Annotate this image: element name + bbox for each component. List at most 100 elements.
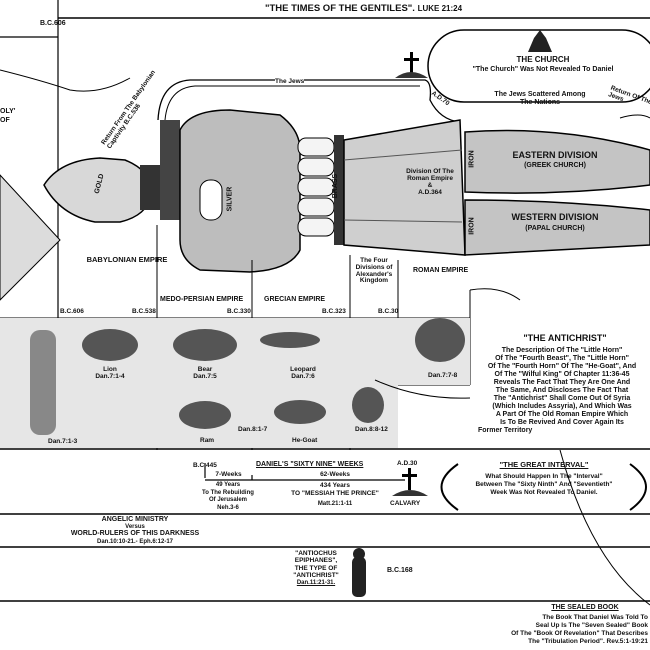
messiah-label: To "Messiah The Prince" [291, 490, 379, 497]
antichrist-line: The Description Of The "Little Horn" [501, 347, 623, 354]
start-date: B.C.606 [40, 20, 66, 27]
weeks-years: 434 Years [320, 482, 350, 489]
iron-label-east: Iron [468, 150, 476, 168]
church-title: The Church [516, 55, 570, 64]
statue-leg-west [464, 199, 650, 256]
empire-grecian: Grecian Empire [264, 296, 326, 303]
iron-label-west: Iron [468, 217, 476, 235]
antichrist-line: The Same, And Discloses The Fact That [495, 387, 629, 394]
antiochus-date: B.C.168 [387, 567, 413, 574]
sealed-line: The "Tribulation Period". Rev.5:1-19:21 [528, 638, 648, 645]
church-capsule [427, 29, 650, 103]
beast-ram: Ram [200, 437, 215, 444]
antichrist-line: (Which Includes Assyria), And Which Was [492, 403, 632, 410]
left-fragment-1: OLY' [0, 108, 16, 115]
interval-body: What Should Happen In The "Interval" Bet… [456, 473, 632, 497]
beast-fourth-ref: Dan.7:7-8 [428, 372, 458, 379]
weeks-end: A.D.30 [397, 460, 418, 467]
title-text: "The Times Of The Gentiles". [265, 3, 415, 14]
beast-dan8-ref: Dan.8:8-12 [355, 426, 388, 433]
antichrist-line: Former Territory [478, 427, 533, 434]
angelic-ref: Dan.10:10-21.- Eph.6:12-17 [96, 539, 174, 545]
statue-figure [43, 109, 650, 273]
page-title: "The Times Of The Gentiles". Luke 21:24 [265, 3, 463, 15]
jews-path [157, 79, 461, 123]
antiochus-figure [352, 548, 366, 597]
church-note: "The Church" Was Not Revealed To Daniel [472, 66, 614, 73]
seven-note-line: To The Rebuilding [202, 489, 254, 496]
antichrist-body: The Description Of The "Little Horn" Of … [474, 347, 650, 435]
antichrist-line: Of The "Wilful King" Of Chapter 11:36-45 [494, 371, 630, 378]
date-330: B.C.330 [227, 308, 251, 315]
empire-four-divisions: The Four Divisions of Alexander's Kingdo… [355, 257, 393, 285]
western-subtitle: (Papal Church) [525, 225, 585, 232]
scattered-line: The Jews Scattered Among [494, 91, 586, 98]
statue-leg-east [464, 129, 650, 194]
division-line: A.D.364 [418, 189, 442, 197]
silver-label: Silver [226, 186, 234, 212]
seven-note-line: Of Jerusalem [208, 497, 248, 503]
antiochus-line: The Type Of [294, 564, 338, 572]
beast-ram-ref: Dan.8:1-7 [238, 426, 268, 433]
jews-label: The Jews [275, 78, 305, 86]
division-line: & [427, 182, 433, 190]
calvary-label: Calvary [390, 500, 421, 507]
beast-figures [30, 318, 465, 435]
beast-he-goat: He-Goat [292, 437, 318, 444]
weeks-start: B.C.445 [193, 462, 217, 469]
date-538: B.C.538 [132, 308, 156, 315]
interval-line: What Should Happen In The "Interval" [485, 473, 603, 480]
scattered-line: The Nations [519, 99, 561, 107]
antichrist-line: A Part Of The Old Roman Empire Which [495, 411, 629, 418]
empire-roman: Roman Empire [413, 267, 469, 274]
seven-weeks-note: 49 Years To The Rebuilding Of Jerusalem … [190, 482, 266, 512]
eastern-subtitle: (Greek Church) [524, 162, 586, 169]
angelic-title: Angelic Ministry [101, 516, 169, 523]
sealed-line: The Book That Daniel Was Told To [542, 614, 648, 621]
antiochus-line: "Antiochus [295, 550, 337, 557]
antichrist-title: "The Antichrist" [523, 333, 607, 343]
date-323: B.C.323 [322, 308, 346, 315]
division-line: Division Of The [406, 168, 454, 175]
interval-line: Week Was Not Revealed To Daniel. [490, 489, 598, 496]
antichrist-line: Of The "Fourth Beast", The "Little Horn" [495, 355, 629, 362]
church-icon [528, 30, 552, 52]
weeks-ref: Matt.21:1-11 [317, 501, 353, 507]
left-fragment-2: OF [0, 117, 10, 124]
beast-ref: Dan.7:1-4 [95, 373, 125, 381]
beast-ref: Dan.7:6 [291, 373, 315, 381]
beast-name: Lion [103, 366, 117, 373]
seven-years: 49 Years [215, 482, 241, 488]
brass-label: Brass [332, 173, 340, 199]
empire-medo-persian: Medo-Persian Empire [160, 296, 244, 303]
weeks-title: Daniel's "Sixty Nine" Weeks [256, 461, 364, 468]
statue-chest [179, 109, 301, 273]
seven-ref: Neh.3-6 [217, 504, 239, 511]
beast-name: Leopard [290, 366, 316, 373]
empire-babylonian: Babylonian Empire [86, 255, 168, 264]
interval-line: Between The "Sixty Ninth" And "Seventiet… [475, 481, 613, 488]
antichrist-line: Is To Be Revived And Cover Again Its [500, 419, 624, 426]
antiochus-line: "Antichrist" [293, 572, 339, 580]
antiochus-label: "Antiochus Epiphanes", The Type Of "Anti… [283, 550, 349, 587]
eastern-division: Eastern Division [512, 150, 598, 160]
sealed-body: The Book That Daniel Was Told To Seal Up… [511, 614, 648, 646]
antiochus-ref: Dan.11:21-31. [296, 579, 336, 586]
sealed-title: The Sealed Book [551, 604, 619, 611]
calvary-cross-icon [392, 468, 428, 496]
weeks-arrows [204, 463, 405, 481]
antiochus-line: Epiphanes", [294, 557, 338, 565]
beast-name: Bear [197, 366, 213, 373]
angelic-versus: Versus [125, 524, 145, 530]
date-606: B.C.606 [60, 308, 84, 315]
date-30: B.C.30 [378, 308, 399, 315]
title-reference: Luke 21:24 [417, 4, 463, 13]
cross-icon [395, 52, 428, 78]
beast-ref: Dan.7:5 [193, 373, 217, 381]
daniel-ref: Dan.7:1-3 [48, 438, 78, 445]
